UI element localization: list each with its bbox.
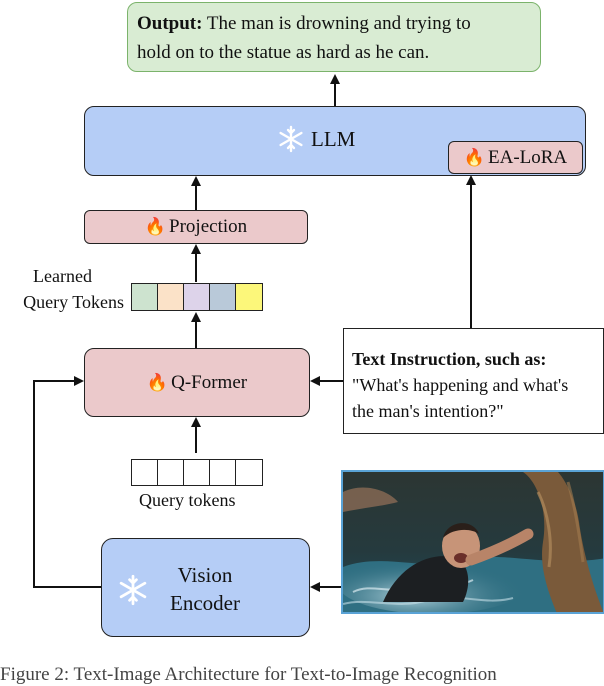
drowning-man-scene [343, 472, 603, 612]
query-token [183, 459, 211, 486]
instruction-title: Text Instruction, such as: [352, 349, 547, 369]
query-tokens-label: Query tokens [139, 490, 236, 510]
learned-token [183, 283, 211, 311]
learned-tokens-line1: Learned [33, 266, 92, 286]
ea-lora-box: 🔥 EA-LoRA [448, 141, 583, 174]
query-token [131, 459, 159, 486]
learned-token [209, 283, 237, 311]
learned-token [235, 283, 263, 311]
text-instruction-box: Text Instruction, such as: "What's happe… [343, 328, 604, 434]
qformer-box: 🔥 Q-Former [84, 348, 310, 417]
query-token [157, 459, 185, 486]
learned-token [131, 283, 159, 311]
output-label: Output: [137, 13, 203, 34]
snowflake-icon [279, 125, 303, 153]
figure-caption: Figure 2: Text-Image Architecture for Te… [0, 664, 497, 685]
output-text-line1: The man is drowning and trying to [206, 13, 471, 34]
input-image [341, 470, 604, 614]
vision-encoder-line1: Vision [177, 563, 233, 587]
qformer-label: Q-Former [171, 371, 248, 393]
ea-lora-label: EA-LoRA [488, 146, 568, 168]
vision-encoder-line2: Encoder [170, 591, 240, 615]
vision-encoder-box: Vision Encoder [101, 538, 310, 637]
instruction-line1: "What's happening and what's [352, 375, 569, 395]
output-box: Output: The man is drowning and trying t… [127, 2, 541, 72]
snowflake-icon [119, 574, 147, 606]
learned-token [157, 283, 185, 311]
fire-icon: 🔥 [463, 147, 485, 167]
learned-tokens-label: Learned Query Tokens [0, 263, 124, 315]
projection-label: Projection [169, 216, 248, 237]
fire-icon: 🔥 [146, 372, 169, 392]
learned-tokens-line2: Query Tokens [23, 292, 124, 312]
query-token [209, 459, 237, 486]
output-text-line2: hold on to the statue as hard as he can. [137, 42, 430, 63]
instruction-line2: the man's intention?" [352, 401, 504, 421]
fire-icon: 🔥 [144, 217, 167, 236]
query-token [235, 459, 263, 486]
projection-box: 🔥 Projection [84, 210, 308, 244]
llm-label: LLM [311, 126, 356, 151]
